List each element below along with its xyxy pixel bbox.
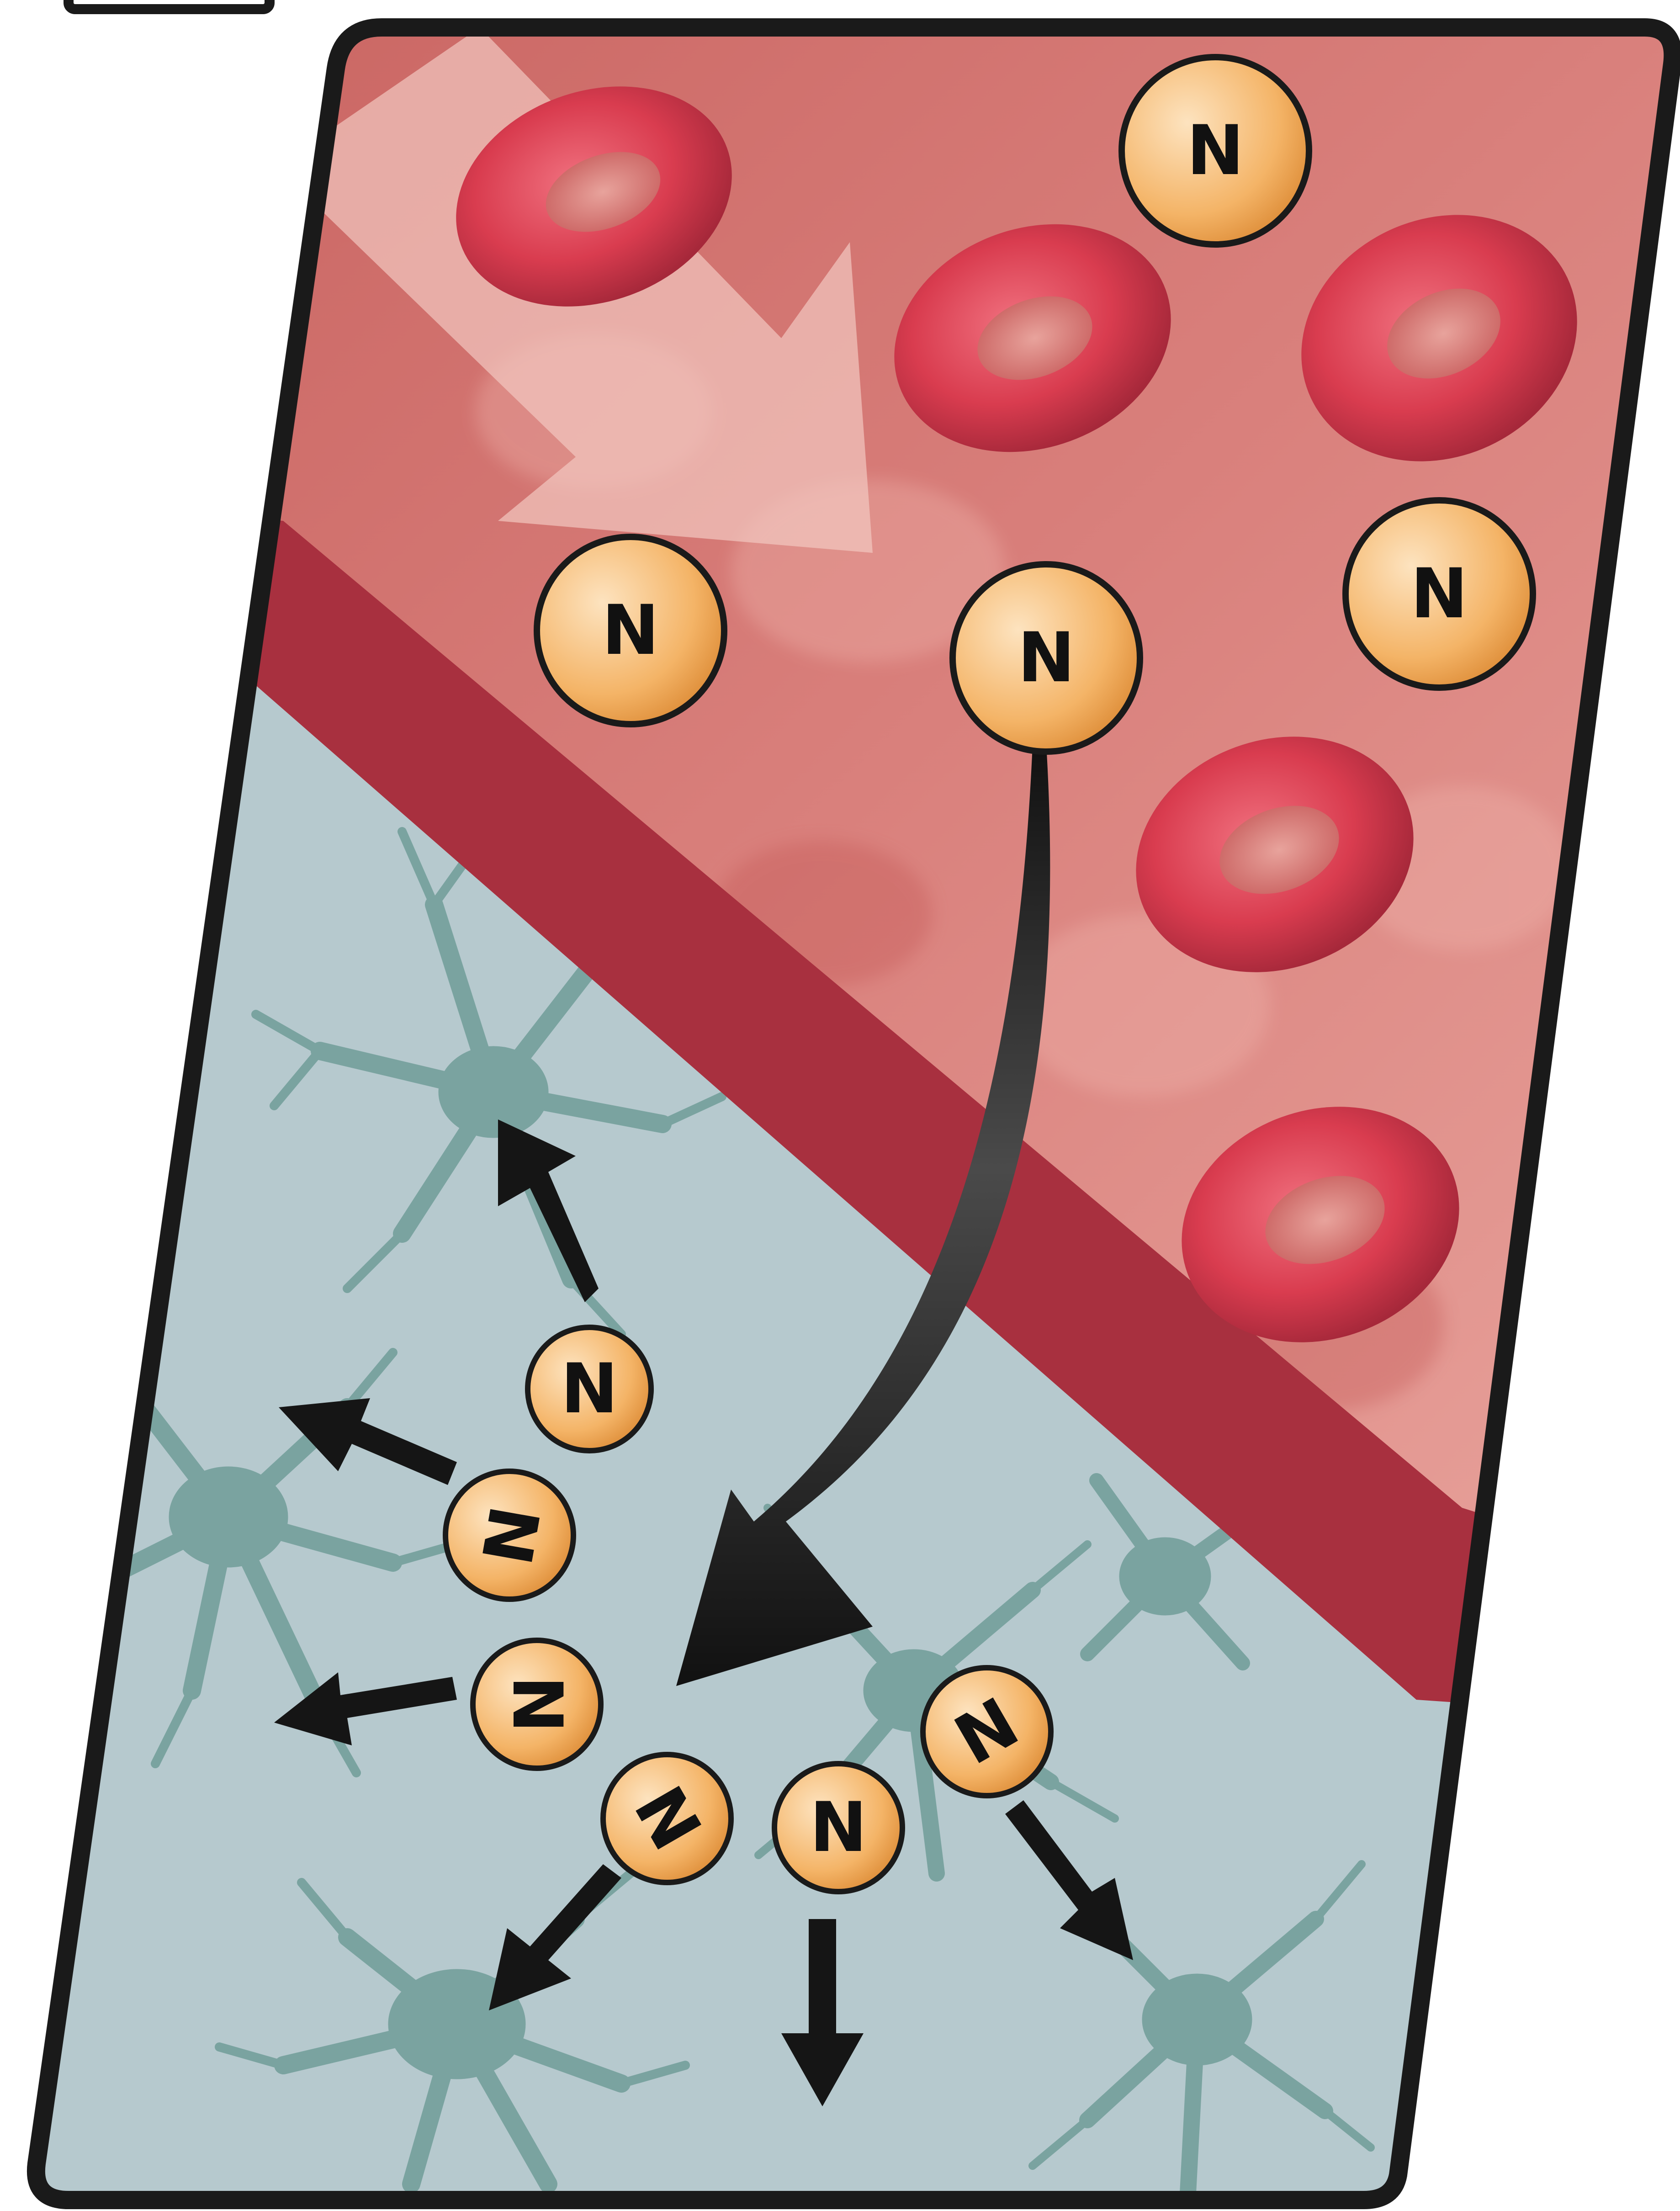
svg-text:N: N [1187, 111, 1244, 191]
nanoparticle-icon: N [473, 1640, 601, 1768]
svg-text:N: N [497, 1675, 577, 1733]
svg-text:N: N [1410, 554, 1468, 634]
nanoparticle-icon: N [953, 564, 1140, 752]
svg-text:N: N [1018, 618, 1075, 698]
nanoparticle-icon: N [445, 1471, 573, 1599]
nanoparticle-icon: N [923, 1668, 1051, 1796]
nanoparticle-icon: N [1122, 57, 1309, 244]
corner-tab [69, 0, 270, 9]
nanoparticle-icon: N [537, 537, 724, 724]
svg-text:N: N [561, 1349, 618, 1429]
nanoparticle-icon: N [1346, 500, 1533, 688]
svg-text:N: N [602, 591, 659, 670]
nanoparticle-icon: N [774, 1764, 902, 1892]
nanoparticle-icon: N [528, 1327, 651, 1451]
nanoparticle-icon: N [603, 1755, 731, 1882]
svg-text:N: N [810, 1788, 867, 1867]
